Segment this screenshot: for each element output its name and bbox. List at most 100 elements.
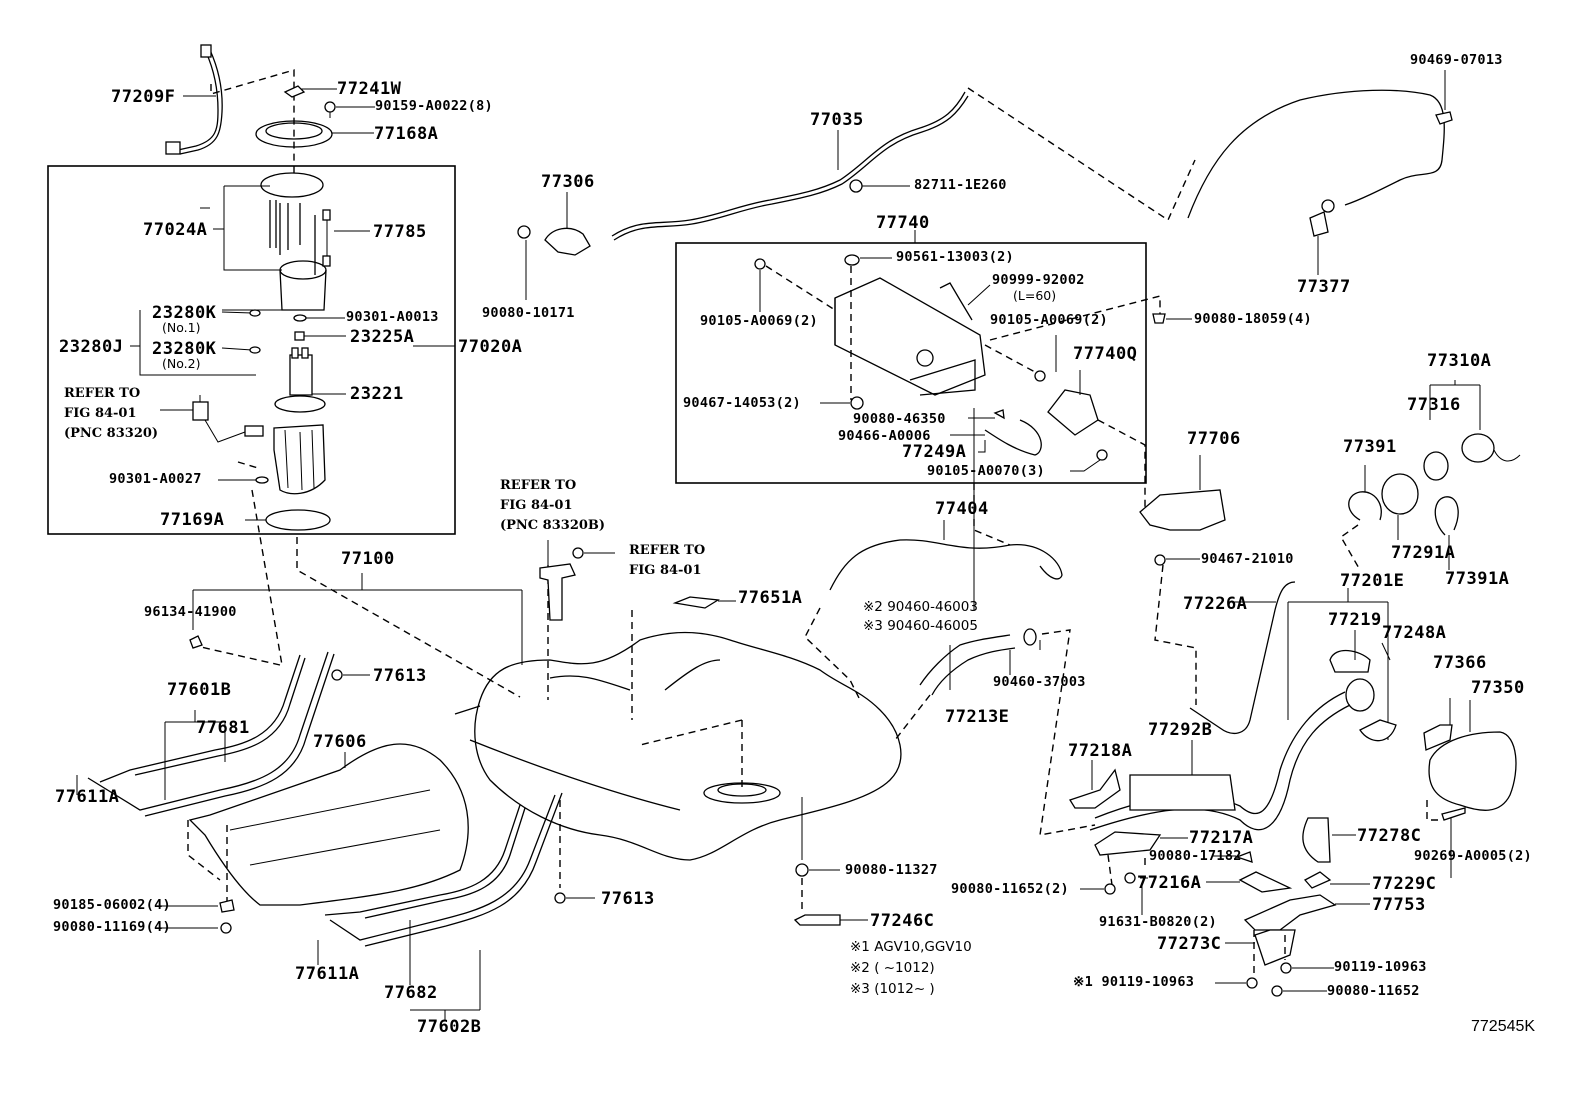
part-label-90467-14053[interactable]: 90467-14053(2) — [683, 395, 801, 411]
part-label-77024A[interactable]: 77024A — [143, 220, 208, 240]
part-label-77241W[interactable]: 77241W — [337, 79, 402, 99]
part-label-77201E[interactable]: 77201E — [1340, 571, 1405, 591]
part-label-90460-37003[interactable]: 90460-37003 — [993, 674, 1086, 690]
part-label-90185-06002[interactable]: 90185-06002(4) — [53, 897, 171, 913]
part-label-90467-21010[interactable]: 90467-21010 — [1201, 551, 1294, 567]
part-label-90999-92002[interactable]: 90999-92002 — [992, 272, 1085, 288]
part-label-77169A[interactable]: 77169A — [160, 510, 225, 530]
part-label-90080-11327[interactable]: 90080-11327 — [845, 862, 938, 878]
part-label-77217A[interactable]: 77217A — [1189, 828, 1254, 848]
part-label-77391[interactable]: 77391 — [1343, 437, 1397, 457]
part-label-77249A[interactable]: 77249A — [902, 442, 967, 462]
part-label-77613-lower[interactable]: 77613 — [601, 889, 655, 909]
part-label-77035[interactable]: 77035 — [810, 110, 864, 130]
part-label-77246C[interactable]: 77246C — [870, 911, 935, 931]
part-label-90469-07013[interactable]: 90469-07013 — [1410, 52, 1503, 68]
part-label-77229C[interactable]: 77229C — [1372, 874, 1437, 894]
part-label-77706[interactable]: 77706 — [1187, 429, 1241, 449]
part-label-77291A[interactable]: 77291A — [1391, 543, 1456, 563]
part-label-82711-1E260[interactable]: 82711-1E260 — [914, 177, 1007, 193]
part-label-90460-46003[interactable]: ※2 90460-46003 — [863, 599, 978, 615]
part-label-90080-17182[interactable]: 90080-17182 — [1149, 848, 1242, 864]
o-ring-90301-A0013 — [293, 314, 307, 322]
dashed-guide — [1097, 419, 1146, 510]
part-label-77218A[interactable]: 77218A — [1068, 741, 1133, 761]
part-label-77651A[interactable]: 77651A — [738, 588, 803, 608]
part-label-77209F[interactable]: 77209F — [111, 87, 176, 107]
part-label-77216A[interactable]: 77216A — [1137, 873, 1202, 893]
part-label-90105-A0070[interactable]: 90105-A0070(3) — [927, 463, 1045, 479]
reference-fig-84-01[interactable]: REFER TO FIG 84-01 — [629, 543, 706, 578]
part-label-77168A[interactable]: 77168A — [374, 124, 439, 144]
part-label-77601B[interactable]: 77601B — [167, 680, 232, 700]
part-label-77740Q[interactable]: 77740Q — [1073, 344, 1138, 364]
part-label-90159-A0022[interactable]: 90159-A0022(8) — [375, 98, 493, 114]
part-label-90119-10963-note1[interactable]: ※1 90119-10963 — [1073, 974, 1195, 990]
part-label-77248A[interactable]: 77248A — [1382, 623, 1447, 643]
part-label-90105-A0069-left[interactable]: 90105-A0069(2) — [700, 313, 818, 329]
dashed-guide — [1039, 629, 1096, 836]
part-label-96134-41900[interactable]: 96134-41900 — [144, 604, 237, 620]
part-label-23225A[interactable]: 23225A — [350, 327, 415, 347]
part-label-90301-A0027[interactable]: 90301-A0027 — [109, 471, 202, 487]
part-label-77292B[interactable]: 77292B — [1148, 720, 1213, 740]
dashed-guide — [894, 694, 931, 741]
part-label-90080-11652[interactable]: 90080-11652 — [1327, 983, 1420, 999]
part-label-90105-A0069-right[interactable]: 90105-A0069(2) — [990, 312, 1108, 328]
part-label-23221[interactable]: 23221 — [350, 384, 404, 404]
part-label-77316[interactable]: 77316 — [1407, 395, 1461, 415]
part-label-90080-18059[interactable]: 90080-18059(4) — [1194, 311, 1312, 327]
part-label-77278C[interactable]: 77278C — [1357, 826, 1422, 846]
part-label-77740[interactable]: 77740 — [876, 213, 930, 233]
part-label-77606[interactable]: 77606 — [313, 732, 367, 752]
part-label-90080-11652-2[interactable]: 90080-11652(2) — [951, 881, 1069, 897]
vent-hose-77404 — [829, 539, 1063, 591]
part-label-77273C[interactable]: 77273C — [1157, 934, 1222, 954]
part-label-90460-46005[interactable]: ※3 90460-46005 — [863, 618, 978, 634]
reference-fig-84-01-pnc-83320B[interactable]: REFER TO FIG 84-01 (PNC 83320B) — [500, 478, 606, 533]
part-label-77310A[interactable]: 77310A — [1427, 351, 1492, 371]
reference-fig-84-01-pnc-83320[interactable]: REFER TO FIG 84-01 (PNC 83320) — [64, 386, 159, 441]
bolt-77613-b — [554, 892, 566, 904]
part-label-77306[interactable]: 77306 — [541, 172, 595, 192]
part-label-77213E[interactable]: 77213E — [945, 707, 1010, 727]
part-label-77391A[interactable]: 77391A — [1445, 569, 1510, 589]
part-label-77682[interactable]: 77682 — [384, 983, 438, 1003]
part-label-90119-10963[interactable]: 90119-10963 — [1334, 959, 1427, 975]
part-label-90466-A0006[interactable]: 90466-A0006 — [838, 428, 931, 444]
bolt-90105-A0070 — [1096, 449, 1108, 461]
part-label-77785[interactable]: 77785 — [373, 222, 427, 242]
bracket-77601B — [164, 710, 226, 800]
bolt-90080-11652 — [1271, 985, 1283, 997]
part-label-77404[interactable]: 77404 — [935, 499, 989, 519]
clip-96134 — [189, 635, 203, 649]
part-label-77681[interactable]: 77681 — [196, 718, 250, 738]
hose-77213E — [919, 634, 1011, 686]
part-label-77602B[interactable]: 77602B — [417, 1017, 482, 1037]
part-label-77020A[interactable]: 77020A — [458, 337, 523, 357]
part-label-90561-13003[interactable]: 90561-13003(2) — [896, 249, 1014, 265]
part-label-77226A[interactable]: 77226A — [1183, 594, 1248, 614]
part-label-90269-A0005[interactable]: 90269-A0005(2) — [1414, 848, 1532, 864]
part-label-77100[interactable]: 77100 — [341, 549, 395, 569]
bracket-77218A — [1069, 768, 1121, 809]
part-label-77350[interactable]: 77350 — [1471, 678, 1525, 698]
hose-77249A — [984, 419, 1042, 456]
part-label-90080-11169[interactable]: 90080-11169(4) — [53, 919, 171, 935]
part-label-77611A-upper[interactable]: 77611A — [55, 787, 120, 807]
part-label-77611A-lower[interactable]: 77611A — [295, 964, 360, 984]
dashed-guide — [210, 69, 295, 175]
part-label-23280J[interactable]: 23280J — [59, 337, 124, 357]
part-label-77753[interactable]: 77753 — [1372, 895, 1426, 915]
part-label-23280K-no2[interactable]: 23280K — [152, 339, 217, 359]
part-label-91631-B0820[interactable]: 91631-B0820(2) — [1099, 914, 1217, 930]
clip-90469 — [1435, 111, 1453, 125]
part-label-90301-A0013[interactable]: 90301-A0013 — [346, 309, 439, 325]
part-label-90080-10171[interactable]: 90080-10171 — [482, 305, 575, 321]
part-label-77219[interactable]: 77219 — [1328, 610, 1382, 630]
part-label-77366[interactable]: 77366 — [1433, 653, 1487, 673]
part-label-77613-upper[interactable]: 77613 — [373, 666, 427, 686]
part-label-23280K-no1[interactable]: 23280K — [152, 303, 217, 323]
part-label-77377[interactable]: 77377 — [1297, 277, 1351, 297]
part-label-90080-46350[interactable]: 90080-46350 — [853, 411, 946, 427]
